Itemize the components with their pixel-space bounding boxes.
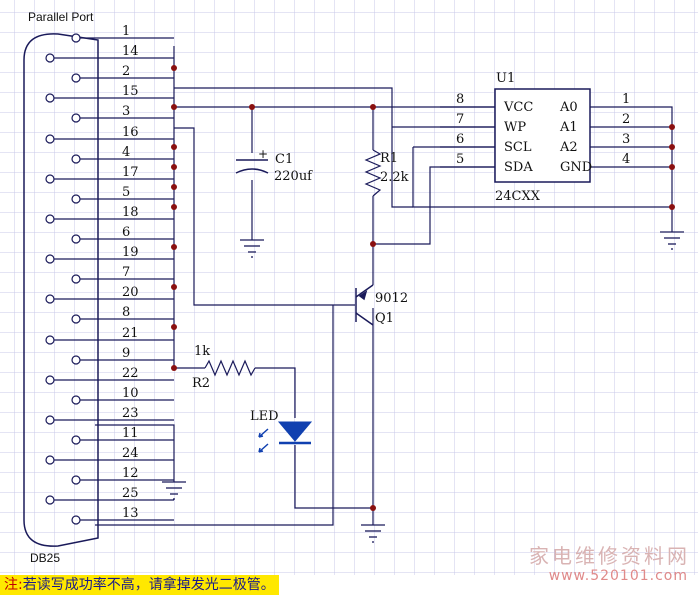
r2-ref: R2 <box>192 376 210 391</box>
pin-number-23: 23 <box>122 406 139 421</box>
note-text: 若读写成功率不高，请拿掉发光二极管。 <box>22 577 275 593</box>
pin-hole-2 <box>71 73 81 83</box>
ic-right-pin-name-A1: A1 <box>559 120 578 135</box>
pin-number-17: 17 <box>122 165 139 180</box>
ic-left-pin-num-5: 5 <box>456 152 464 167</box>
ic-right-pin-name-GND: GND <box>560 160 592 175</box>
ic-left-pin-num-8: 8 <box>456 92 464 107</box>
db25-connector-body <box>23 33 99 547</box>
c1-plus: + <box>258 147 268 161</box>
junctions <box>171 65 675 511</box>
pin-number-12: 12 <box>122 466 139 481</box>
ic-left-pin-name-SDA: SDA <box>504 160 533 175</box>
pin-hole-20 <box>45 294 55 304</box>
pin-number-24: 24 <box>122 446 139 461</box>
pin-number-13: 13 <box>122 506 139 521</box>
pin-number-20: 20 <box>122 285 139 300</box>
pin-hole-16 <box>45 134 55 144</box>
ic-right-pin-num-4: 4 <box>622 152 630 167</box>
pin-number-18: 18 <box>122 205 139 220</box>
pin-number-16: 16 <box>122 125 139 140</box>
ic-right-pin-num-1: 1 <box>622 92 630 107</box>
pin-hole-22 <box>45 375 55 385</box>
pin-number-19: 19 <box>122 245 139 260</box>
ground-symbols <box>162 231 684 543</box>
pin-hole-25 <box>45 495 55 505</box>
ic-left-pin-name-VCC: VCC <box>503 100 533 115</box>
connector-title: Parallel Port <box>28 10 94 24</box>
pin-number-21: 21 <box>122 326 139 341</box>
pin-number-8: 8 <box>122 305 130 320</box>
pin-number-4: 4 <box>122 145 130 160</box>
pin-hole-15 <box>45 93 55 103</box>
ic-u1-body <box>494 88 591 183</box>
connector-name: DB25 <box>30 551 60 565</box>
led-diode <box>258 421 313 453</box>
grid-background <box>0 0 698 575</box>
resistor-r1 <box>364 149 382 197</box>
pin-hole-10 <box>71 395 81 405</box>
pin-number-14: 14 <box>122 44 139 59</box>
ic-left-pin-name-WP: WP <box>504 120 526 135</box>
pin-number-10: 10 <box>122 386 139 401</box>
note-banner: 注:若读写成功率不高，请拿掉发光二极管。 <box>0 575 279 595</box>
pin-hole-19 <box>45 254 55 264</box>
ic-u1-part: 24CXX <box>495 189 541 204</box>
pin-number-22: 22 <box>122 366 139 381</box>
note-prefix: 注: <box>4 577 23 593</box>
led-label: LED <box>250 409 279 424</box>
pin-hole-9 <box>71 355 81 365</box>
watermark-url: www.520101.com <box>548 568 688 584</box>
c1-value: 220uf <box>274 169 313 184</box>
ic-left-pin-num-6: 6 <box>456 132 464 147</box>
pin-number-11: 11 <box>122 426 139 441</box>
watermark-site-name: 家电维修资料网 <box>529 544 690 568</box>
pin-number-25: 25 <box>122 486 139 501</box>
pin-number-9: 9 <box>122 346 130 361</box>
ic-right-pin-num-3: 3 <box>622 132 630 147</box>
pin-number-6: 6 <box>122 225 130 240</box>
pin-hole-17 <box>45 174 55 184</box>
c1-ref: C1 <box>275 152 293 167</box>
ic-left-pin-name-SCL: SCL <box>504 140 532 155</box>
ic-right-pin-name-A2: A2 <box>559 140 578 155</box>
pin-number-2: 2 <box>122 64 130 79</box>
resistor-r2 <box>204 359 256 377</box>
pin-hole-6 <box>71 234 81 244</box>
pin-hole-14 <box>45 53 55 63</box>
pin-hole-8 <box>71 314 81 324</box>
r1-ref: R1 <box>380 151 398 166</box>
pin-hole-12 <box>71 475 81 485</box>
pin-number-1: 1 <box>122 24 130 39</box>
ic-left-pin-num-7: 7 <box>456 112 464 127</box>
q1-ref: Q1 <box>375 311 394 326</box>
pin-hole-1 <box>71 33 81 43</box>
pin-number-3: 3 <box>122 104 130 119</box>
pin-hole-24 <box>45 455 55 465</box>
pin-number-15: 15 <box>122 84 139 99</box>
pin-hole-5 <box>71 194 81 204</box>
pin-hole-7 <box>71 274 81 284</box>
transistor-q1 <box>355 284 374 326</box>
pin-hole-4 <box>71 154 81 164</box>
r2-value: 1k <box>194 344 210 359</box>
pin-hole-23 <box>45 415 55 425</box>
db25-pins: 1 14 2 15 3 16 4 17 5 18 6 19 7 20 8 21 9 22 10 23 11 24 12 25 1… <box>45 24 139 525</box>
pin-number-7: 7 <box>122 265 130 280</box>
ic-right-pin-name-A0: A0 <box>559 100 578 115</box>
pin-hole-13 <box>71 515 81 525</box>
pin-number-5: 5 <box>122 185 130 200</box>
q1-part: 9012 <box>375 291 408 306</box>
capacitor-c1 <box>235 159 269 174</box>
pin-hole-3 <box>71 113 81 123</box>
pin-hole-11 <box>71 435 81 445</box>
ic-right-pin-num-2: 2 <box>622 112 630 127</box>
ic-u1-ref: U1 <box>496 71 515 86</box>
pin-hole-21 <box>45 335 55 345</box>
pin-hole-18 <box>45 214 55 224</box>
pin-wires <box>54 37 174 521</box>
r1-value: 2.2k <box>380 170 409 185</box>
